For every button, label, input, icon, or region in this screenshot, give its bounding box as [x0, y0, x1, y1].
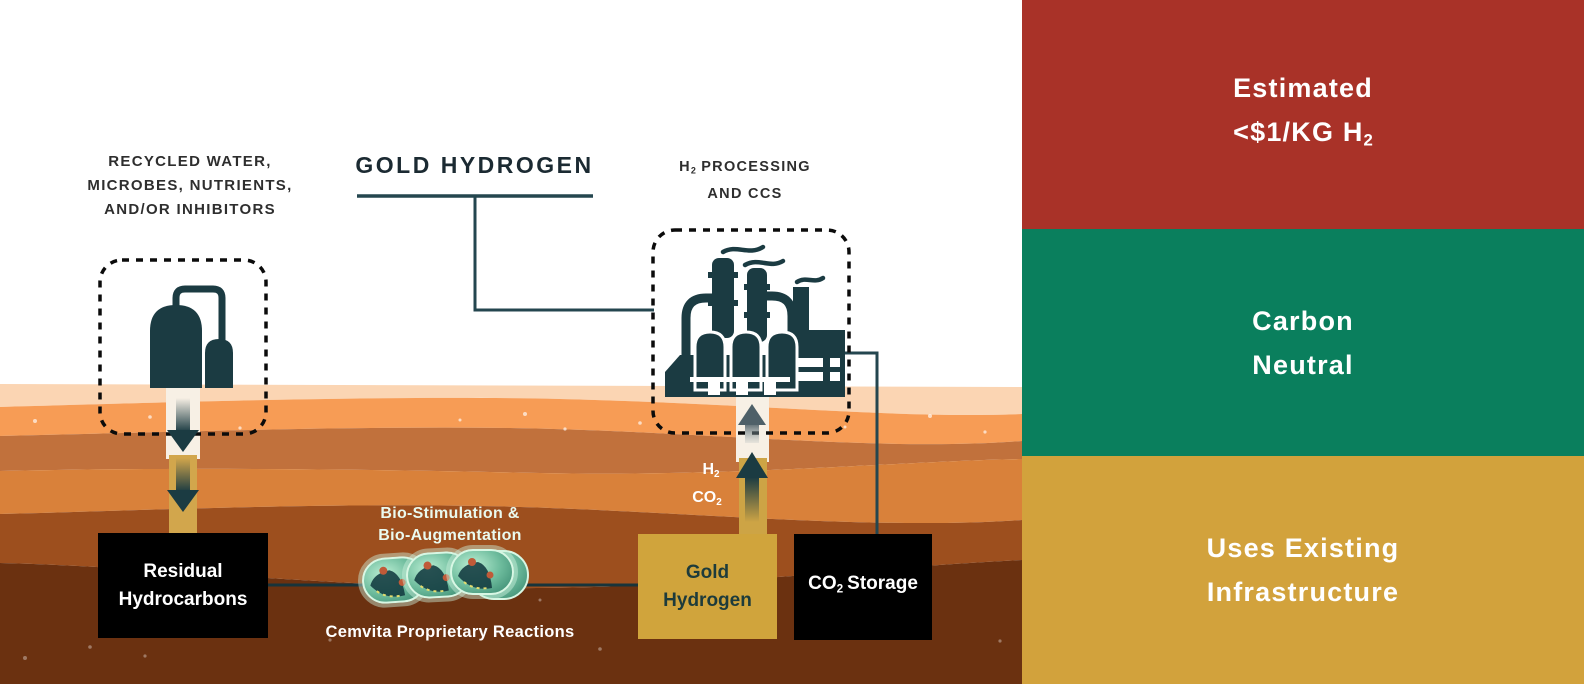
title-to-plant-connector-line — [473, 196, 654, 312]
panel-uses-infrastructure: Uses Existing Infrastructure — [1022, 456, 1584, 684]
smoke-wisps-icon — [720, 244, 826, 285]
diagram-title: GOLD HYDROGEN — [355, 152, 594, 178]
gold-hydrogen-box: Gold Hydrogen — [638, 534, 777, 639]
processing-plant-icon — [665, 244, 845, 397]
panel-estimated-cost: Estimated <$1/KG H2 — [1022, 0, 1584, 229]
processing-plant-dashed-box — [651, 228, 851, 435]
h2-processing-label: H2 PROCESSING AND CCS — [679, 159, 811, 202]
injection-fluids-label-line3: AND/OR INHIBITORS — [104, 201, 276, 218]
plant-to-storage-connector-line — [831, 351, 879, 535]
soil-speckles — [33, 412, 987, 442]
panel-carbon-neutral-line1: Carbon — [1252, 305, 1354, 336]
residual-box-line2: Hydrocarbons — [118, 588, 248, 610]
injection-fluids-label-line1: RECYCLED WATER, — [108, 153, 272, 170]
residual-box-line1: Residual — [143, 560, 223, 582]
panel-uses-infrastructure-line1: Uses Existing — [1206, 533, 1400, 563]
panel-carbon-neutral: Carbon Neutral — [1022, 229, 1584, 456]
injection-fluids-label-line2: MICROBES, NUTRIENTS, — [87, 177, 293, 194]
gold-box-line2: Hydrogen — [663, 589, 752, 611]
injection-down-arrow-icon — [167, 398, 199, 512]
co2-flow-label: CO2 — [692, 489, 722, 508]
gold-box-line1: Gold — [685, 561, 730, 583]
production-up-arrow-icon — [736, 404, 768, 522]
panel-uses-infrastructure-line2: Infrastructure — [1206, 577, 1400, 607]
benefits-column: Estimated <$1/KG H2 Carbon Neutral Uses … — [1022, 0, 1584, 684]
microbes-icon — [356, 545, 529, 610]
bio-stimulation-label: Bio-Stimulation & Bio-Augmentation — [378, 505, 522, 544]
residual-hydrocarbons-box: Residual Hydrocarbons — [98, 533, 268, 638]
h2-flow-label: H2 — [702, 461, 720, 480]
panel-estimated-cost-line2: <$1/KG H2 — [1233, 117, 1373, 150]
injection-tanks-icon — [150, 285, 233, 388]
injection-fluids-label: RECYCLED WATER, MICROBES, NUTRIENTS, AND… — [50, 150, 330, 222]
proprietary-reactions-caption: Cemvita Proprietary Reactions — [325, 623, 575, 641]
panel-estimated-cost-line1: Estimated — [1233, 73, 1373, 104]
panel-carbon-neutral-line2: Neutral — [1252, 349, 1354, 380]
